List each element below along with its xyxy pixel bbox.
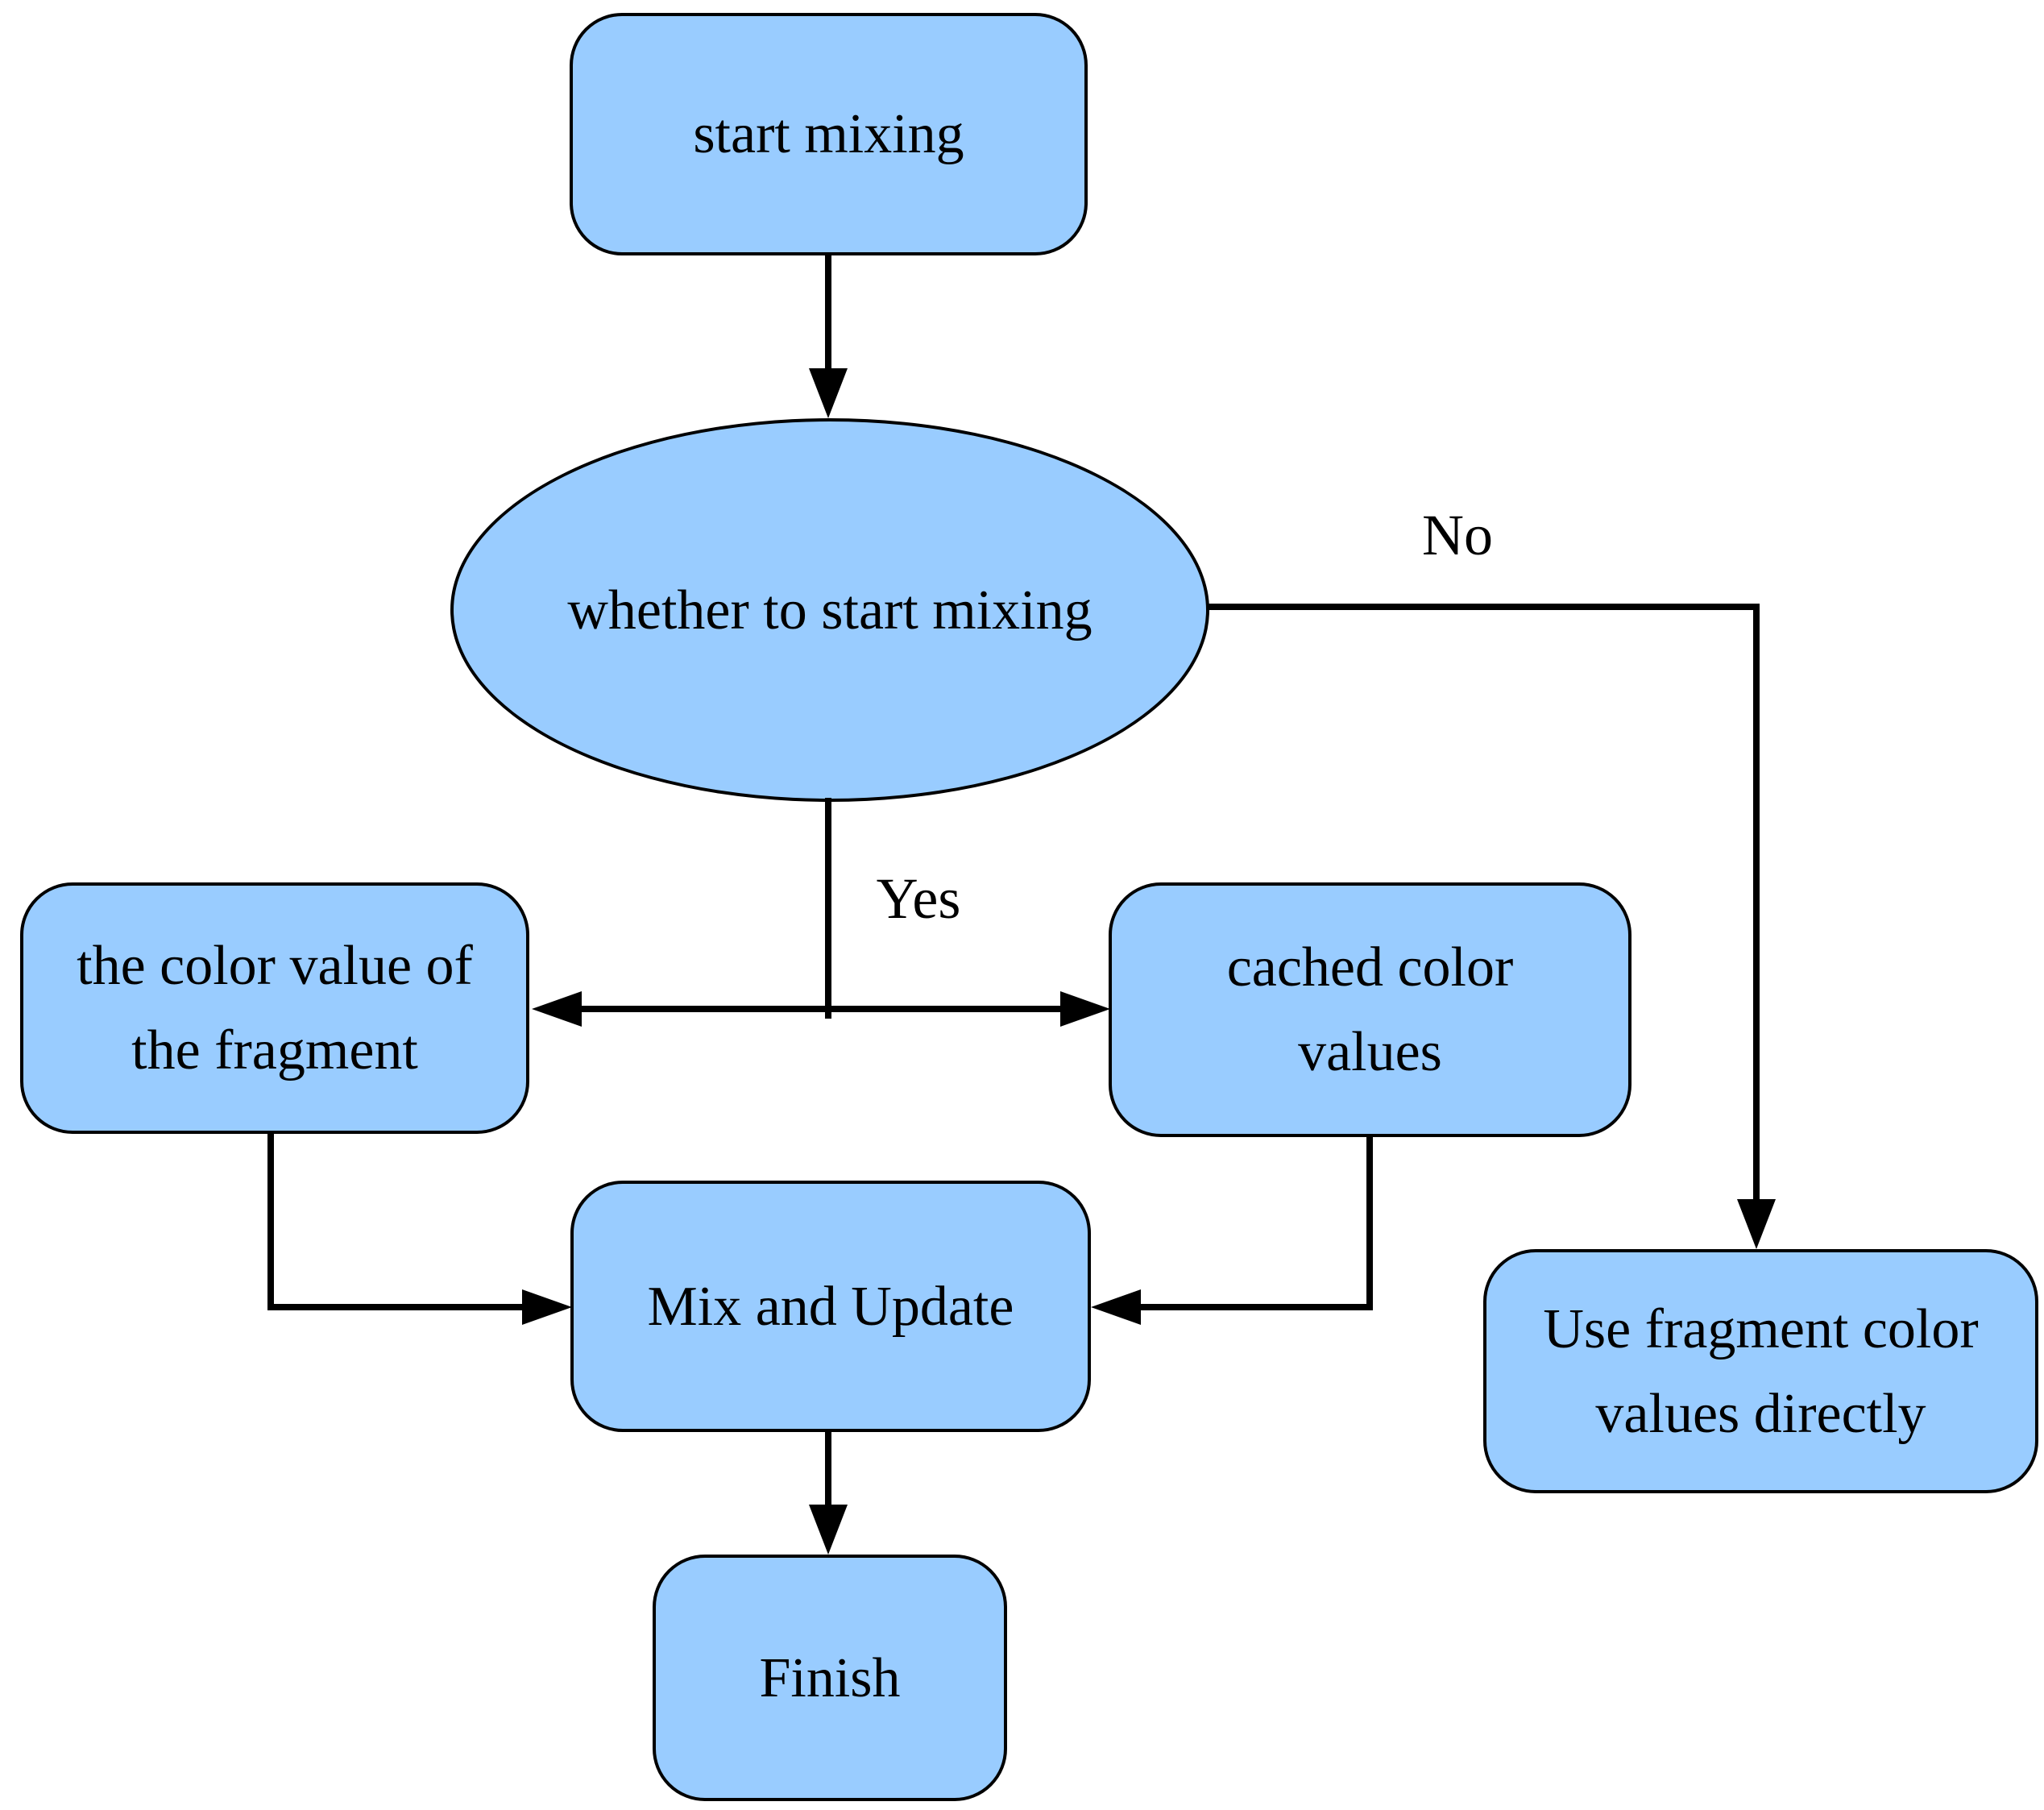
edge-mix-to-finish-arrowhead-icon xyxy=(809,1505,848,1555)
edge-mix-to-finish-line xyxy=(825,1430,831,1509)
node-mix-and-update-label: Mix and Update xyxy=(647,1275,1014,1338)
edge-cached-to-mix-horizontal-line xyxy=(1138,1304,1373,1310)
edge-cached-to-mix-vertical-line xyxy=(1366,1135,1373,1310)
node-use-fragment-color-directly: Use fragment color values directly xyxy=(1483,1249,2038,1493)
edge-label-yes: Yes xyxy=(876,866,961,931)
edge-yes-arrowhead-right-icon xyxy=(1060,991,1110,1027)
edge-no-horizontal-line xyxy=(1206,604,1756,610)
edge-no-vertical-line xyxy=(1753,604,1760,1201)
node-decision-whether-to-start-mixing: whether to start mixing xyxy=(450,418,1209,802)
node-mix-and-update: Mix and Update xyxy=(570,1181,1091,1432)
node-decision-label: whether to start mixing xyxy=(567,579,1092,641)
edge-fragment-to-mix-horizontal-line xyxy=(267,1304,524,1310)
edge-no-arrowhead-icon xyxy=(1737,1199,1776,1249)
edge-yes-horizontal-line xyxy=(577,1006,1062,1012)
node-fragment-color-value-label: the color value of the fragment xyxy=(77,935,473,1081)
edge-cached-to-mix-arrowhead-icon xyxy=(1091,1289,1141,1325)
node-fragment-color-value: the color value of the fragment xyxy=(20,882,529,1134)
node-cached-color-values-label: cached color values xyxy=(1226,936,1514,1083)
node-start-mixing-label: start mixing xyxy=(693,103,964,165)
edge-yes-arrowhead-left-icon xyxy=(532,991,582,1027)
node-finish-label: Finish xyxy=(759,1646,901,1709)
node-cached-color-values: cached color values xyxy=(1109,882,1631,1137)
edge-start-to-decision-line xyxy=(825,253,831,375)
edge-start-to-decision-arrowhead-icon xyxy=(809,368,848,418)
edge-label-no: No xyxy=(1422,503,1493,567)
edge-fragment-to-mix-vertical-line xyxy=(267,1132,274,1310)
node-start-mixing: start mixing xyxy=(570,13,1088,255)
edge-yes-stem-line xyxy=(825,798,831,1019)
node-finish: Finish xyxy=(653,1555,1007,1801)
edge-fragment-to-mix-arrowhead-icon xyxy=(522,1289,572,1325)
node-use-fragment-color-directly-label: Use fragment color values directly xyxy=(1543,1297,1979,1445)
